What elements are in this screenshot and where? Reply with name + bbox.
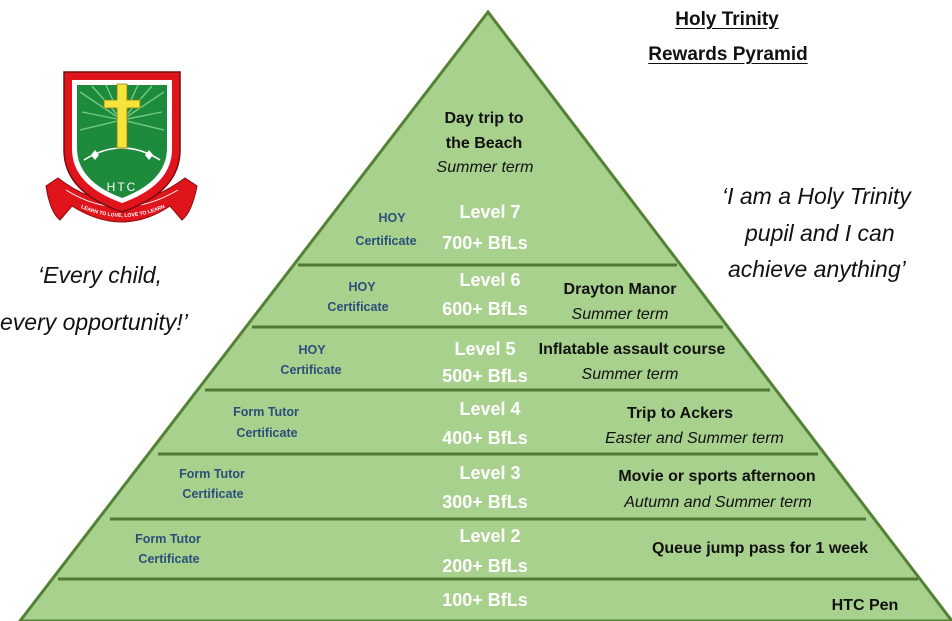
level-5-term: Summer term — [581, 366, 679, 383]
level-4-term: Easter and Summer term — [605, 430, 784, 447]
pyramid-shape — [18, 9, 952, 621]
level-6-bfls: 600+ BfLs — [442, 299, 528, 319]
right-quote-line-3: achieve anything’ — [728, 256, 906, 282]
level-7-cert-line-1: HOY — [378, 211, 406, 225]
tier-dividers — [58, 263, 918, 581]
right-quote-line-2: pupil and I can — [745, 220, 895, 246]
logo-cross — [103, 83, 141, 149]
school-logo: HTC LEARN TO LOVE, LOVE TO LEARN — [45, 71, 198, 223]
level-2-bfls: 200+ BfLs — [442, 556, 528, 576]
left-quote-line-2: every opportunity!’ — [0, 309, 188, 335]
level-3-term: Autumn and Summer term — [624, 494, 812, 511]
level-5-cert-line-2: Certificate — [280, 363, 342, 377]
level-2-cert-line-1: Form Tutor — [135, 532, 201, 546]
level-3-reward: Movie or sports afternoon — [618, 468, 816, 485]
level-1-reward: HTC Pen — [831, 597, 899, 614]
level-6-cert-line-2: Certificate — [327, 300, 389, 314]
level-5-bfls: 500+ BfLs — [442, 366, 528, 386]
level-7-bfls: 700+ BfLs — [442, 233, 528, 253]
level-3-cert-line-1: Form Tutor — [179, 467, 245, 481]
level-2-reward: Queue jump pass for 1 week — [651, 540, 869, 557]
level-6-term: Summer term — [571, 306, 669, 323]
level-7-label: Level 7 — [459, 202, 521, 222]
top-reward-line-2: the Beach — [445, 135, 523, 152]
level-3-bfls: 300+ BfLs — [442, 492, 528, 512]
top-reward-term: Summer term — [436, 159, 534, 176]
level-4-cert-line-1: Form Tutor — [233, 405, 299, 419]
right-quote-line-1: ‘I am a Holy Trinity — [722, 183, 911, 209]
level-3-label: Level 3 — [459, 463, 521, 483]
logo-initials: HTC — [107, 180, 138, 194]
level-4-reward: Trip to Ackers — [626, 405, 734, 422]
level-4-label: Level 4 — [459, 399, 521, 419]
level-6-cert-line-1: HOY — [348, 280, 376, 294]
top-reward-line-1: Day trip to — [444, 110, 524, 127]
level-3-cert-line-2: Certificate — [182, 487, 244, 501]
title-line-2: Rewards Pyramid — [648, 44, 808, 65]
level-4-cert-line-2: Certificate — [236, 426, 298, 440]
level-1-bfls: 100+ BfLs — [442, 590, 528, 610]
level-5-reward: Inflatable assault course — [538, 341, 726, 358]
title-line-1: Holy Trinity — [675, 9, 779, 30]
level-6-label: Level 6 — [459, 270, 521, 290]
level-7-cert-line-2: Certificate — [355, 234, 417, 248]
left-quote-line-1: ‘Every child, — [38, 262, 162, 288]
level-2-label: Level 2 — [459, 526, 521, 546]
level-5-cert-line-1: HOY — [298, 343, 326, 357]
level-4-bfls: 400+ BfLs — [442, 428, 528, 448]
level-2-cert-line-2: Certificate — [138, 552, 200, 566]
level-5-label: Level 5 — [454, 339, 516, 359]
level-6-reward: Drayton Manor — [563, 281, 677, 298]
